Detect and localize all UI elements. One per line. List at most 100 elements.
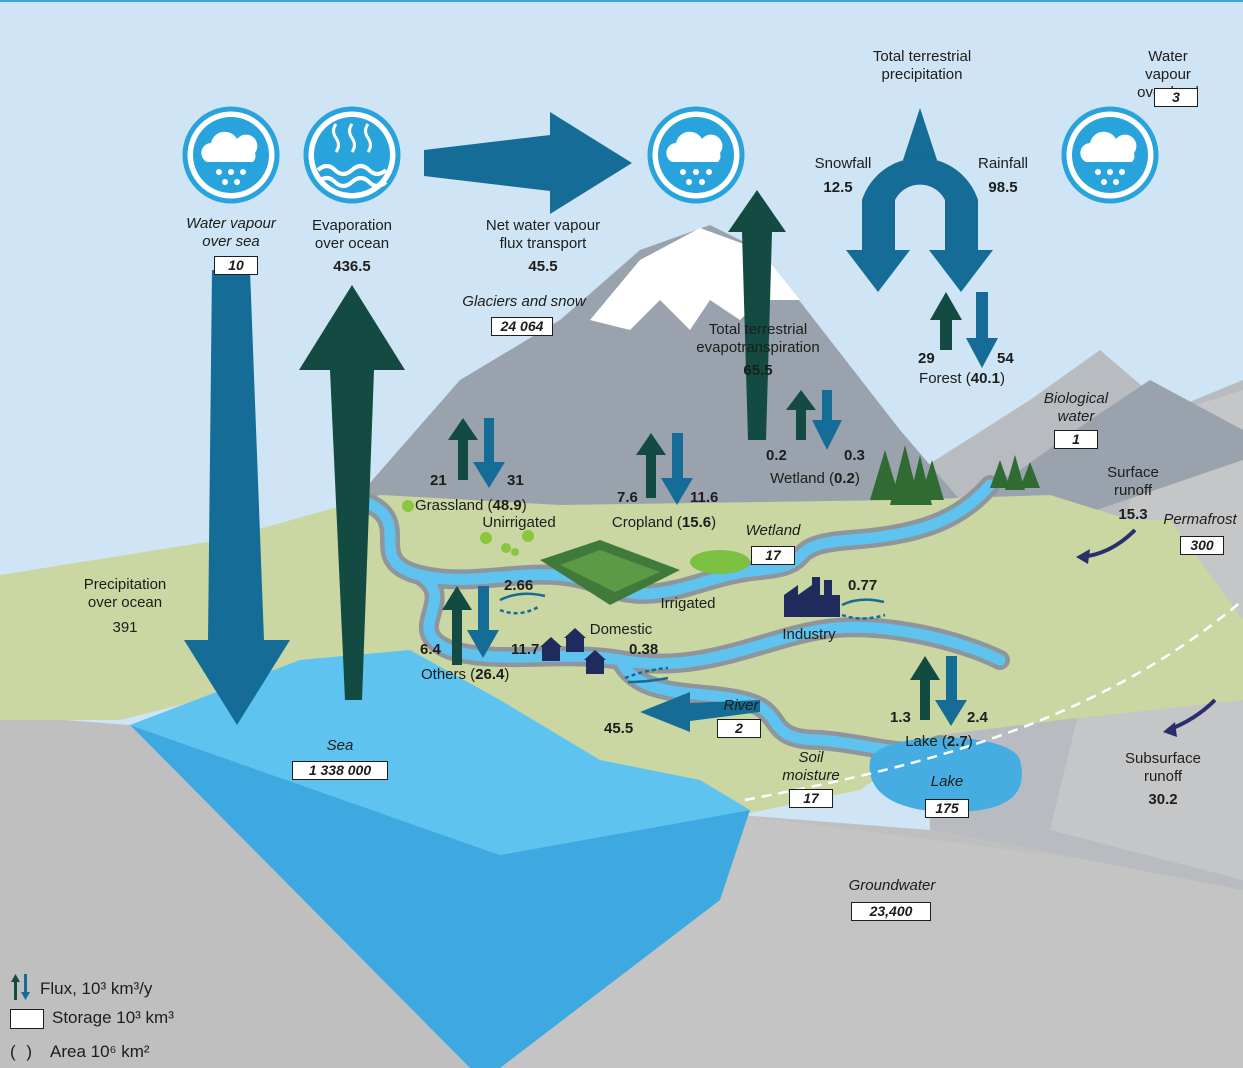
soil-moisture-label: Soil moisture — [782, 749, 840, 784]
legend-storage: Storage 10³ km³ — [10, 1008, 174, 1029]
unirrigated-label: Unirrigated — [482, 514, 556, 531]
flux-arrows-icon — [10, 974, 32, 1005]
industry-flux-value: 0.77 — [848, 577, 878, 594]
wetland-patch — [690, 550, 750, 574]
sea-label: Sea — [326, 737, 354, 754]
rainfall-value: 98.5 — [988, 179, 1018, 196]
cropland-up-value: 7.6 — [617, 489, 638, 506]
net-vapour-flux-value: 45.5 — [528, 258, 558, 275]
subsurface-runoff-label: Subsurface runoff — [1125, 750, 1201, 785]
subsurface-runoff-value: 30.2 — [1148, 791, 1178, 808]
total-evapo-label: Total terrestrial evapotranspiration — [696, 321, 820, 356]
irrigated-label: Irrigated — [660, 595, 716, 612]
lake-flux-label: Lake (2.7) — [905, 733, 973, 750]
domestic-withdraw-arrow — [624, 666, 669, 680]
irrigated-flux-value: 2.66 — [504, 577, 534, 594]
water-vapour-sea-label: Water vapour over sea — [186, 215, 276, 250]
domestic-flux-value: 0.38 — [629, 641, 659, 658]
lake-down-value: 2.4 — [967, 709, 988, 726]
wetland-up-arrow — [786, 390, 816, 440]
lake-up-value: 1.3 — [890, 709, 911, 726]
net-vapour-flux-label: Net water vapour flux transport — [485, 217, 601, 252]
glaciers-storage: 24 064 — [491, 317, 553, 336]
grassland-up-value: 21 — [430, 472, 447, 489]
sea-surface — [130, 650, 750, 855]
lake-up-arrow — [910, 656, 940, 720]
others-up-arrow — [442, 586, 472, 665]
wetland-down-value: 0.3 — [844, 447, 865, 464]
forest-label: Forest (40.1) — [919, 370, 1005, 387]
legend-area: ( )Area 10⁶ km² — [10, 1042, 150, 1061]
precip-split-arrow — [846, 108, 993, 292]
lake-storage-label: Lake — [930, 773, 964, 790]
others-up-value: 6.4 — [420, 641, 441, 658]
surface-runoff-label: Surface runoff — [1107, 464, 1159, 499]
evaporation-value: 436.5 — [333, 258, 371, 275]
cropland-up-arrow — [636, 433, 666, 498]
irrigated-withdraw-arrow — [499, 592, 546, 602]
evaporation-label: Evaporation over ocean — [311, 217, 393, 252]
lake-storage: 175 — [925, 799, 969, 818]
irrigated-crops — [540, 540, 680, 605]
forest-trees — [870, 445, 1040, 505]
cropland-down-arrow — [661, 433, 693, 505]
forest-down-value: 54 — [997, 350, 1014, 367]
storage-box-icon — [10, 1008, 44, 1029]
forest-down-arrow — [966, 292, 998, 368]
grassland-up-arrow — [448, 418, 478, 480]
permafrost-label: Permafrost — [1163, 511, 1237, 528]
evaporation-arrow — [299, 285, 405, 700]
glaciers-label: Glaciers and snow — [462, 293, 586, 310]
forest-up-value: 29 — [918, 350, 935, 367]
precip-ocean-value: 391 — [112, 619, 138, 636]
lake-down-arrow — [935, 656, 967, 726]
industry-factory — [784, 577, 840, 617]
total-evapo-value: 65.5 — [743, 362, 773, 379]
water-vapour-land-storage: 3 — [1154, 88, 1198, 107]
water-vapour-sea-storage: 10 — [214, 256, 258, 275]
wetland-up-value: 0.2 — [766, 447, 787, 464]
total-evapo-arrow — [728, 190, 786, 440]
groundwater-storage: 23,400 — [851, 902, 931, 921]
biological-water-storage: 1 — [1054, 430, 1098, 449]
icon-water-vapour-sea — [182, 106, 280, 204]
lake — [869, 737, 1022, 812]
icon-evaporation-ocean — [303, 106, 401, 204]
others-down-arrow — [467, 586, 499, 658]
domestic-label: Domestic — [589, 621, 653, 638]
cropland-label: Cropland (15.6) — [611, 514, 717, 531]
biological-water-label: Biological water — [1043, 390, 1109, 425]
groundwater-label: Groundwater — [848, 877, 936, 894]
river-flux-arrow — [640, 692, 760, 732]
snowfall-label: Snowfall — [814, 155, 872, 172]
icon-water-vapour-land — [1061, 106, 1159, 204]
net-vapour-flux-arrow — [424, 112, 632, 214]
river-storage: 2 — [717, 719, 761, 738]
wetland-storage: 17 — [751, 546, 795, 565]
industry-label: Industry — [782, 626, 836, 643]
precip-ocean-label: Precipitation over ocean — [83, 576, 167, 611]
forest-up-arrow — [930, 292, 962, 350]
grassland-down-value: 31 — [507, 472, 524, 489]
top-rule — [0, 0, 1243, 2]
total-precip-label: Total terrestrial precipitation — [872, 48, 972, 83]
soil-moisture-storage: 17 — [789, 789, 833, 808]
legend-flux: Flux, 10³ km³/y — [10, 974, 152, 1005]
rainfall-label: Rainfall — [977, 155, 1029, 172]
grass-bushes — [402, 500, 534, 556]
cropland-down-value: 11.6 — [690, 489, 719, 506]
others-label: Others (26.4) — [421, 666, 510, 683]
industry-withdraw-arrow — [841, 598, 885, 607]
sea-body — [130, 725, 750, 1068]
grassland-down-arrow — [473, 418, 505, 488]
snowfall-value: 12.5 — [823, 179, 853, 196]
sea-storage: 1 338 000 — [292, 761, 388, 780]
wetland-storage-label: Wetland — [745, 522, 801, 539]
grassland-label: Grassland (48.9) — [415, 497, 527, 514]
others-down-value: 11.7 — [511, 641, 540, 658]
permafrost-boundary — [744, 599, 1243, 802]
precip-over-ocean-arrow — [184, 270, 290, 725]
wetland-flux-label: Wetland (0.2) — [770, 470, 860, 487]
